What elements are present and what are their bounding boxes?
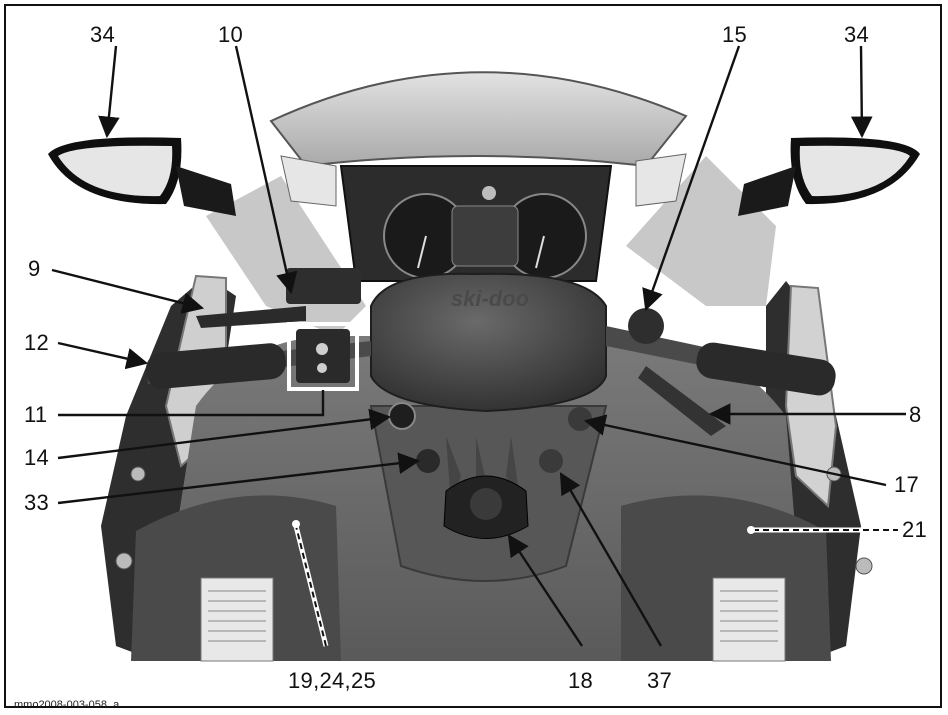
callout-12: 12 <box>24 330 50 355</box>
callout-10: 10 <box>218 22 244 47</box>
control-33 <box>416 449 440 473</box>
snowmobile-illustration: ski-doo <box>48 45 920 662</box>
brand-logo: ski-doo <box>451 286 529 311</box>
figure-id: mmo2008-003-058_a <box>14 699 120 708</box>
headlight-right <box>635 153 687 207</box>
windshield <box>269 71 688 168</box>
callout-33: 33 <box>24 490 50 515</box>
switch-box-highlight <box>287 322 359 391</box>
mirror-left <box>48 137 236 216</box>
callout-15: 15 <box>722 22 748 47</box>
control-17 <box>568 407 592 431</box>
grip-right <box>696 342 836 396</box>
callout-19-24-25: 19,24,25 <box>288 668 377 693</box>
headlight-left <box>280 155 337 207</box>
figure-frame: ski-doo <box>4 4 942 708</box>
brake-reservoir <box>286 268 361 304</box>
warning-label-left <box>200 577 274 662</box>
key-switch <box>388 402 416 430</box>
brake-lever <box>196 306 306 328</box>
callout-9: 9 <box>28 256 41 281</box>
deflector-right <box>626 156 776 306</box>
switch-box <box>296 329 350 383</box>
callout-34-left: 34 <box>90 22 116 47</box>
callout-18: 18 <box>568 668 594 693</box>
callout-37: 37 <box>647 668 673 693</box>
warning-label-right <box>712 577 786 662</box>
callout-17: 17 <box>894 472 920 497</box>
callout-21: 21 <box>902 517 928 542</box>
callout-14: 14 <box>24 445 50 470</box>
info-display <box>451 205 519 267</box>
throttle-housing <box>628 308 664 344</box>
callout-34-right: 34 <box>844 22 870 47</box>
callout-8: 8 <box>909 402 922 427</box>
mirror-right <box>738 137 920 216</box>
control-37 <box>539 449 563 473</box>
throttle-lever <box>638 366 726 436</box>
grip-left <box>146 343 286 389</box>
callout-11: 11 <box>24 402 48 427</box>
